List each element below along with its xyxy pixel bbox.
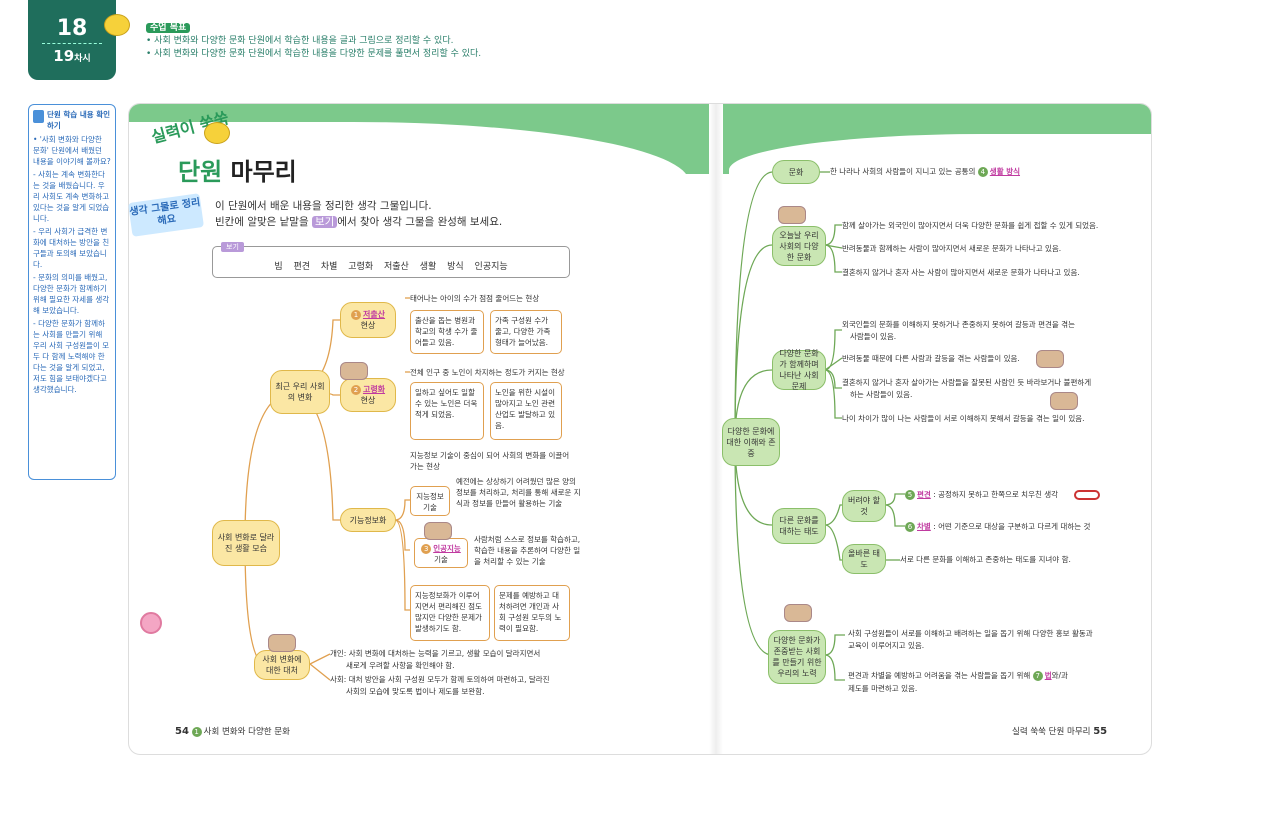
node-social-problem: 다양한 문화가 함께하며 나타난 사회 문제 bbox=[772, 349, 826, 391]
sidebar-heading: 단원 학습 내용 확인하기 bbox=[33, 109, 111, 131]
node-attitude: 다른 문화를 대하는 태도 bbox=[772, 508, 826, 544]
resp-individual: 개인: 사회 변화에 대처하는 능력을 기르고, 생활 모습이 달라지면서 bbox=[330, 649, 541, 658]
goal-line-2: • 사회 변화와 다양한 문화 단원에서 학습한 내용을 다양한 문제를 풀면서… bbox=[146, 49, 482, 59]
page-gutter bbox=[709, 104, 723, 754]
today-1: 함께 살아가는 외국인이 많아지면서 더욱 다양한 문화를 쉽게 접할 수 있게… bbox=[842, 221, 1099, 230]
low-birth-desc: 태어나는 아이의 수가 점점 줄어드는 현상 bbox=[410, 294, 540, 303]
prob-1: 외국인들의 문화를 이해하지 못하거나 존중하지 못하여 갈등과 편견을 겪는 bbox=[842, 320, 1075, 329]
sidebar-note: 단원 학습 내용 확인하기 • '사회 변화와 다양한 문화' 단원에서 배웠던… bbox=[28, 104, 116, 480]
low-birth-box-2: 가족 구성원 수가 줄고, 다양한 가족 형태가 늘어났음. bbox=[490, 310, 562, 354]
right-attitude-desc: 서로 다른 문화를 이해하고 존중하는 태도를 지녀야 함. bbox=[900, 555, 1071, 564]
ai-desc: 사람처럼 스스로 정보를 학습하고, 학습한 내용을 추론하여 다양한 일을 처… bbox=[474, 535, 581, 566]
people-icon bbox=[784, 604, 812, 622]
info-tech-box: 지능정보 기술 bbox=[410, 486, 450, 516]
node-response: 사회 변화에 대한 대처 bbox=[254, 650, 310, 680]
resp-individual-2: 새로게 우려할 사항을 확인해야 함. bbox=[346, 661, 455, 670]
effort-2c: 제도를 마련하고 있음. bbox=[848, 684, 918, 693]
low-birth-box-1: 출산을 돕는 병원과 학교의 학생 수가 줄어들고 있음. bbox=[410, 310, 484, 354]
info-tech-desc: 예전에는 상상하기 어려웠던 많은 양의 정보를 처리하고, 처리를 통해 새로… bbox=[456, 477, 581, 508]
textbook-spread bbox=[128, 103, 1152, 755]
info-desc: 지능정보 기술이 중심이 되어 사회의 변화를 이끌어 가는 현상 bbox=[410, 451, 570, 471]
footer-right: 실력 쑥쑥 단원 마무리 55 bbox=[1012, 726, 1108, 737]
goal-line-1: • 사회 변화와 다양한 문화 단원에서 학습한 내용을 글과 그림으로 정리할… bbox=[146, 36, 454, 46]
lesson-badge: 18 19차시 bbox=[28, 0, 116, 80]
today-2: 반려동물과 함께하는 사람이 많아지면서 새로운 문화가 나타나고 있음. bbox=[842, 244, 1062, 253]
bogi-words: 빔 편견 차별 고령화 저출산 생활 방식 인공지능 bbox=[274, 262, 508, 272]
flower-icon bbox=[140, 612, 162, 634]
prob-2: 반려동물 때문에 다른 사람과 갈등을 겪는 사람들이 있음. bbox=[842, 354, 1020, 363]
sidebar-para: • '사회 변화와 다양한 문화' 단원에서 배웠던 내용을 이야기해 볼까요? bbox=[33, 135, 111, 166]
learning-goals: 수업 목표 • 사회 변화와 다양한 문화 단원에서 학습한 내용을 글과 그림… bbox=[146, 22, 481, 61]
node-right-attitude: 올바른 태도 bbox=[842, 544, 886, 574]
prob-3: 결혼하지 않거나 혼자 살아가는 사람들을 잘못된 사람인 듯 바라보거나 불편… bbox=[842, 378, 1092, 387]
root-node-culture: 다양한 문화에 대한 이해와 존중 bbox=[722, 418, 780, 466]
info-box-2: 문제를 예방하고 대처하려면 개인과 사회 구성원 모두의 노력이 필요함. bbox=[494, 585, 570, 641]
aging-box-2: 노인을 위한 시설이 많아지고 노인 관련 산업도 발달하고 있음. bbox=[490, 382, 562, 440]
robot-icon bbox=[424, 522, 452, 540]
people-icon bbox=[1050, 392, 1078, 410]
sidebar-para: - 우리 사회가 급격한 변화에 대처하는 방안을 친구들과 토의해 보았습니다… bbox=[33, 227, 110, 269]
sidebar-para: - 사회는 계속 변화한다는 것을 배웠습니다. 우리 사회도 계속 변화하고 … bbox=[33, 170, 110, 223]
dog-icon bbox=[1036, 350, 1064, 368]
people-icon bbox=[778, 206, 806, 224]
lesson-number: 18 bbox=[56, 16, 88, 41]
prob-1b: 사람들이 있음. bbox=[850, 332, 897, 341]
today-3: 결혼하지 않거나 혼자 사는 사람이 많아지면서 새로운 문화가 나타나고 있음… bbox=[842, 268, 1080, 277]
aging-box-1: 일하고 싶어도 일할 수 있는 노인은 더욱 적게 되었음. bbox=[410, 382, 484, 440]
prob-3b: 하는 사람들이 있음. bbox=[850, 390, 913, 399]
sidebar-para: - 다양한 문화가 함께하는 사회를 만들기 위해 우리 사회 구성원들이 모두… bbox=[33, 319, 110, 394]
prob-4: 나이 차이가 많이 나는 사람들이 서로 이해하지 못해서 갈등을 겪는 일이 … bbox=[842, 414, 1085, 423]
bogi-word-box: 보기 빔 편견 차별 고령화 저출산 생활 방식 인공지능 bbox=[212, 242, 570, 278]
lesson-number-2: 19차시 bbox=[42, 43, 102, 65]
effort-1b: 교육이 이루어지고 있음. bbox=[848, 641, 925, 650]
intro-text: 이 단원에서 배운 내용을 정리한 생각 그물입니다. 빈칸에 알맞은 낱말을 … bbox=[215, 200, 503, 228]
node-avoid: 버려야 할 것 bbox=[842, 490, 886, 522]
resp-society: 사회: 대처 방안을 사회 구성원 모두가 함께 토의하여 마련하고, 달라진 bbox=[330, 675, 550, 684]
info-box-1: 지능정보화가 이루어지면서 편리해진 점도 많지만 다양한 문제가 발생하기도 … bbox=[410, 585, 490, 641]
people-icon bbox=[268, 634, 296, 652]
node-effort: 다양한 문화가 존중받는 사회를 만들기 위한 우리의 노력 bbox=[768, 630, 826, 684]
people-icon bbox=[340, 362, 368, 380]
node-today-culture: 오늘날 우리 사회의 다양한 문화 bbox=[772, 226, 826, 266]
effort-1: 사회 구성원들이 서로를 이해하고 배려하는 일을 돕기 위해 다양한 홍보 활… bbox=[848, 629, 1093, 638]
node-recent-change: 최근 우리 사회의 변화 bbox=[270, 370, 330, 414]
resp-society-2: 사회의 모습에 맞도록 법이나 제도를 보완함. bbox=[346, 687, 485, 696]
sidebar-para: - 문화의 의미를 배웠고, 다양한 문화가 함께하기 위해 필요한 자세를 생… bbox=[33, 273, 110, 315]
glasses-icon bbox=[1074, 490, 1100, 500]
chick-icon bbox=[104, 14, 130, 36]
page-title: 단원 마무리 bbox=[178, 158, 297, 186]
root-node-social-change: 사회 변화로 달라진 생활 모습 bbox=[212, 520, 280, 566]
bogi-label: 보기 bbox=[221, 242, 244, 252]
chick-icon bbox=[204, 122, 230, 144]
node-culture: 문화 bbox=[772, 160, 820, 184]
node-intelligent-info: 기능정보화 bbox=[340, 508, 396, 532]
aging-desc: 전체 인구 중 노인이 차지하는 정도가 커지는 현상 bbox=[410, 368, 565, 377]
goal-tag: 수업 목표 bbox=[146, 23, 191, 33]
